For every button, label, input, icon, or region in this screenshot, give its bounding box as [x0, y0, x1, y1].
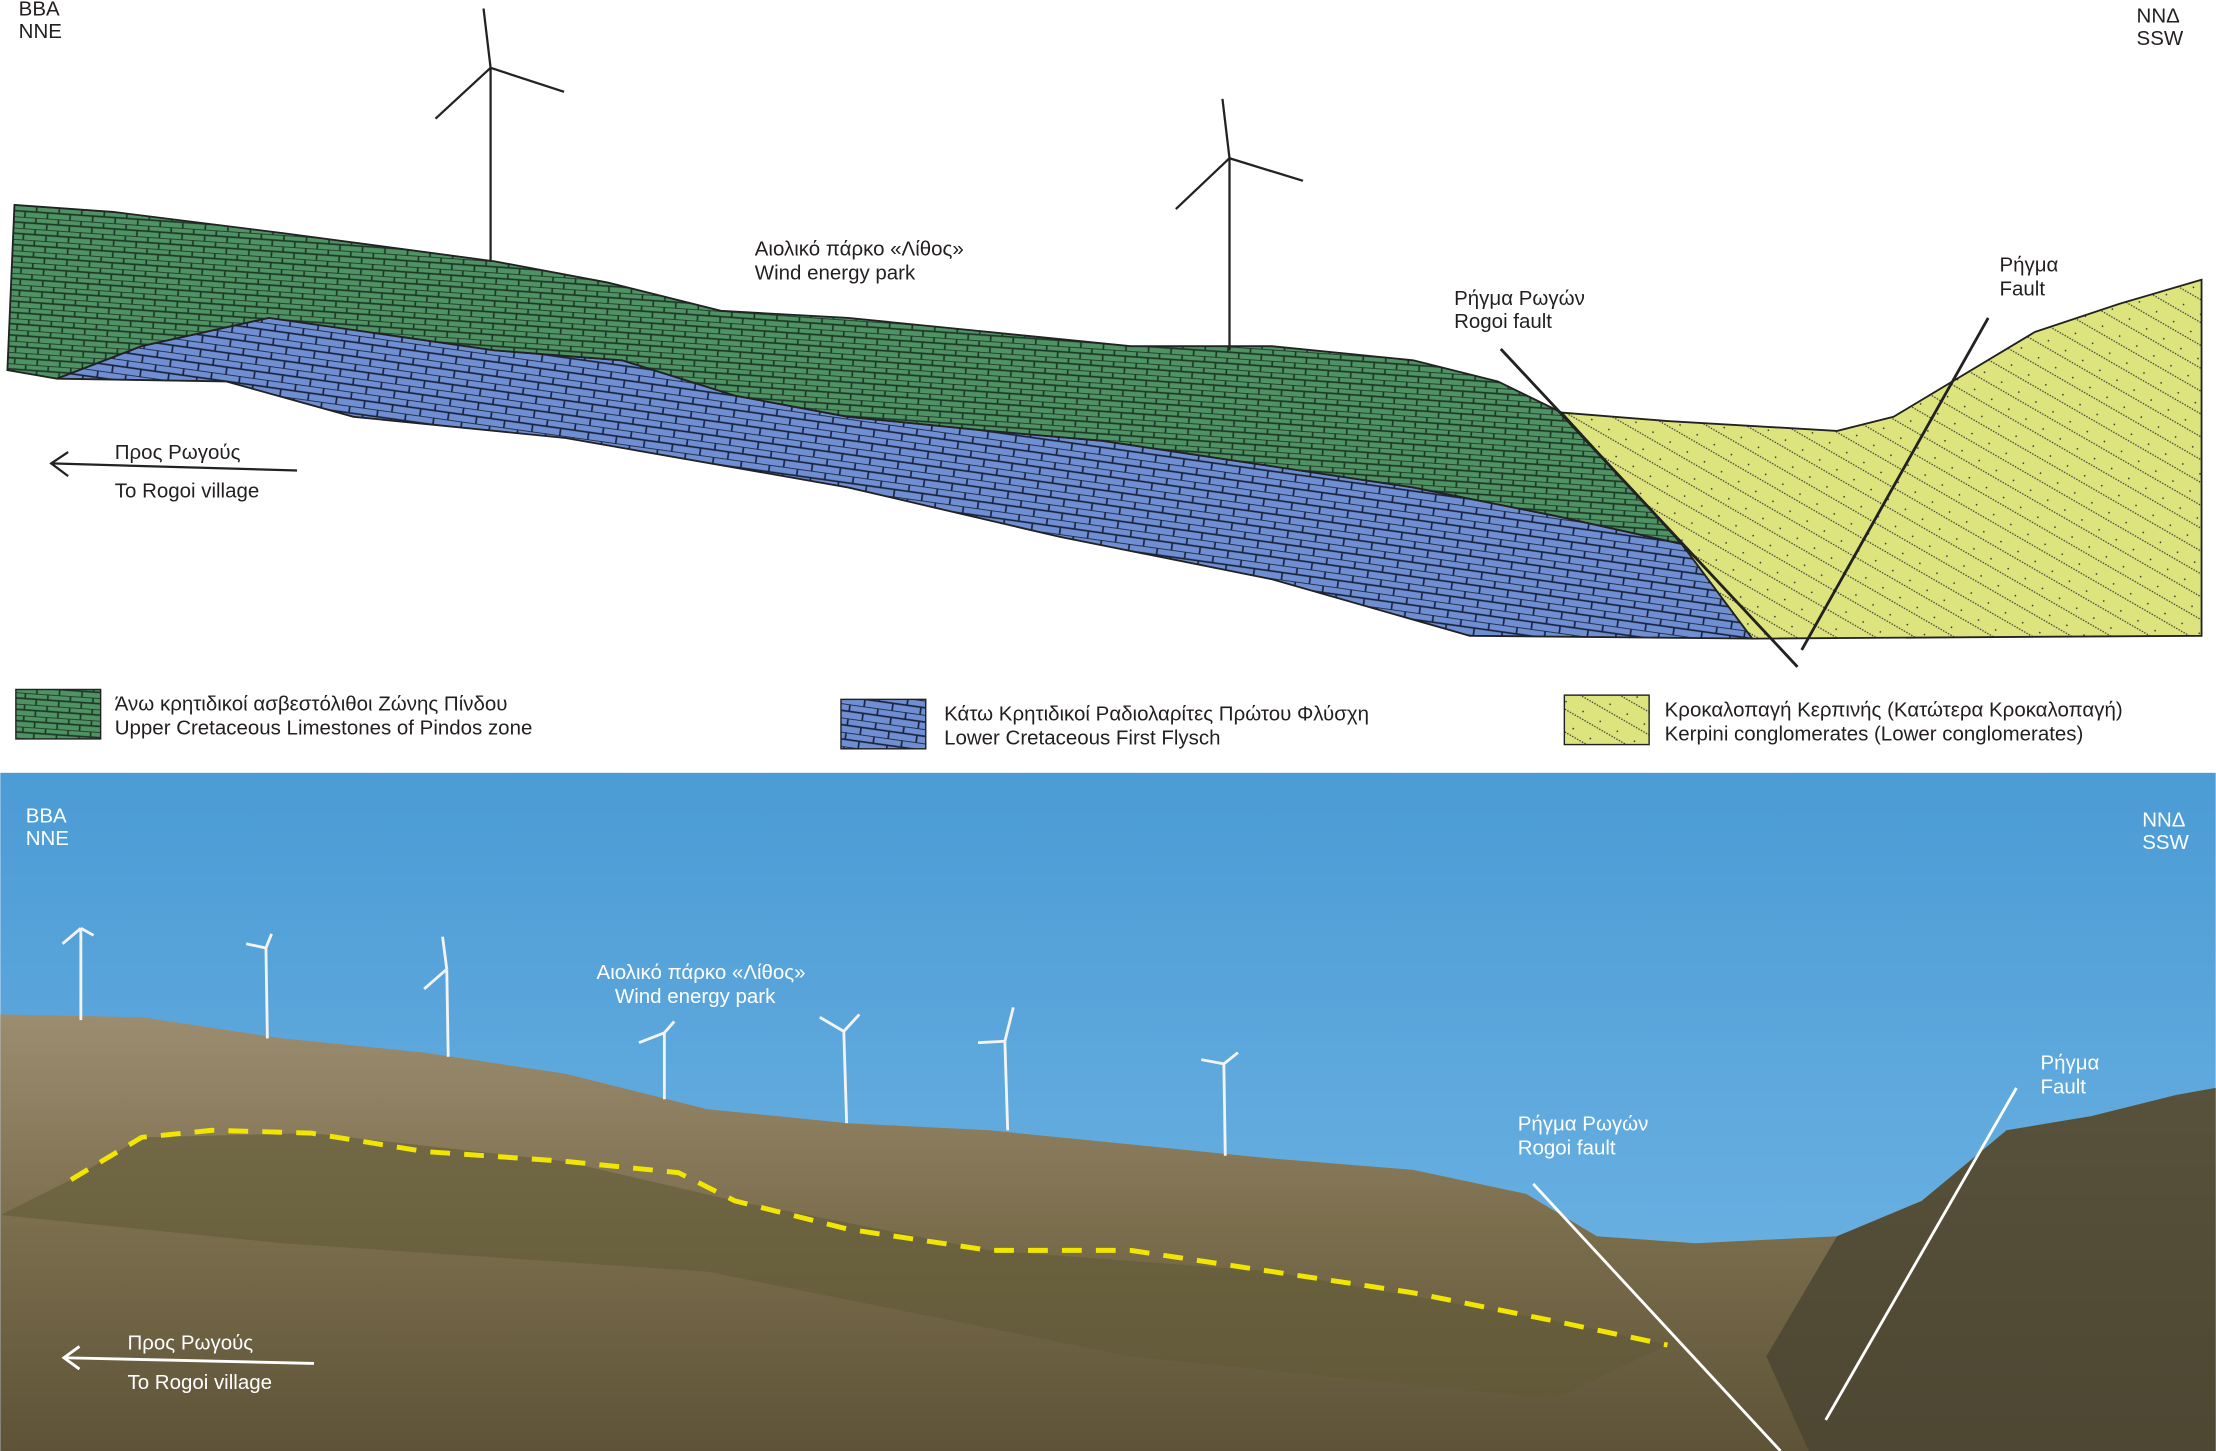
photo-arrow-label-english: To Rogoi village	[127, 1371, 271, 1394]
photo-rogoi-fault-greek: Ρήγμα Ρωγών	[1518, 1112, 1649, 1135]
wind-turbines-photo	[61, 927, 1239, 1156]
fault-english: Fault	[2000, 277, 2046, 300]
direction-right-greek: ΝΝΔ	[2137, 5, 2181, 28]
photo-fault-english: Fault	[2040, 1076, 2086, 1099]
legend-swatch	[1563, 694, 1650, 746]
cross-section: ΒΒΑ NNE ΝΝΔ SSW Αιολικό πάρκο «Λίθος» Wi…	[6, 0, 2203, 668]
rogoi-fault-line	[1499, 348, 1799, 668]
forested-slope	[1766, 1087, 2216, 1451]
wind-turbine-icon	[638, 1020, 676, 1100]
photo-direction-right-greek: ΝΝΔ	[2142, 809, 2186, 832]
photo-rogoi-fault-english: Rogoi fault	[1518, 1136, 1616, 1159]
legend-label-english: Kerpini conglomerates (Lower conglomerat…	[1665, 722, 2084, 745]
arrow-label-greek: Προς Ρωγούς	[115, 441, 241, 464]
arrow-label-english: To Rogoi village	[115, 479, 260, 502]
contact-boundary-dashed	[69, 1127, 1669, 1348]
legend-label-english: Lower Cretaceous First Flysch	[944, 727, 1220, 750]
arrow-left-icon	[61, 1345, 315, 1371]
photo-direction-left-english: NNE	[26, 827, 69, 850]
direction-left-english: NNE	[19, 20, 62, 43]
wind-turbine-icon	[434, 8, 565, 262]
legend-label-greek: Κάτω Κρητιδικοί Ραδιολαρίτες Πρώτου Φλύσ…	[944, 703, 1369, 726]
photo-direction-right-english: SSW	[2142, 831, 2189, 854]
landscape-photo: ΒΒΑ NNE ΝΝΔ SSW Αιολικό πάρκο «Λίθος» Wi…	[0, 772, 2216, 1451]
photo-fault-greek: Ρήγμα	[2040, 1052, 2099, 1075]
wind-turbine-icon	[423, 936, 450, 1057]
legend-swatch	[15, 688, 102, 740]
photo-direction-left-greek: ΒΒΑ	[26, 804, 67, 827]
rogoi-fault-english: Rogoi fault	[1454, 310, 1552, 333]
direction-left-greek: ΒΒΑ	[19, 0, 60, 21]
wind-turbine-icon	[819, 1013, 861, 1124]
wind-turbine-icon	[245, 933, 273, 1039]
direction-right-english: SSW	[2137, 27, 2184, 50]
fault-greek: Ρήγμα	[2000, 253, 2059, 276]
pindos-limestones-layer	[6, 203, 1685, 546]
legend-label-greek: Κροκαλοπαγή Κερπινής (Κατώτερα Κροκαλοπα…	[1665, 698, 2123, 721]
legend-item-flysch: Κάτω Κρητιδικοί Ραδιολαρίτες Πρώτου Φλύσ…	[840, 698, 1369, 750]
legend-item-conglomerates: Κροκαλοπαγή Κερπινής (Κατώτερα Κροκαλοπα…	[1563, 694, 2123, 746]
legend-label-greek: Άνω κρητιδικοί ασβεστόλιθοι Ζώνης Πίνδου	[115, 693, 508, 716]
wind-park-greek: Αιολικό πάρκο «Λίθος»	[755, 238, 964, 261]
photo-wind-park-english: Wind energy park	[615, 985, 776, 1008]
wind-turbine-icon	[1175, 98, 1304, 351]
legend-swatch	[840, 698, 927, 750]
legend-label-english: Upper Cretaceous Limestones of Pindos zo…	[115, 717, 533, 740]
vegetation-band	[0, 1133, 1668, 1399]
fault-line-photo	[1824, 1087, 2018, 1421]
hillside	[0, 1014, 2216, 1451]
rogoi-fault-line-photo	[1532, 1183, 1782, 1451]
arrow-left-icon	[49, 451, 298, 478]
legend: Άνω κρητιδικοί ασβεστόλιθοι Ζώνης Πίνδου…	[15, 688, 2123, 750]
wind-turbine-icon	[61, 927, 95, 1021]
fault-line	[1800, 317, 1990, 651]
rogoi-fault-greek: Ρήγμα Ρωγών	[1454, 287, 1585, 310]
wind-park-english: Wind energy park	[755, 262, 916, 285]
photo-arrow-label-greek: Προς Ρωγούς	[127, 1331, 253, 1354]
legend-item-limestones: Άνω κρητιδικοί ασβεστόλιθοι Ζώνης Πίνδου…	[15, 688, 533, 740]
photo-wind-park-greek: Αιολικό πάρκο «Λίθος»	[597, 961, 806, 984]
wind-turbine-icon	[1200, 1051, 1239, 1156]
wind-turbine-icon	[977, 1007, 1015, 1131]
